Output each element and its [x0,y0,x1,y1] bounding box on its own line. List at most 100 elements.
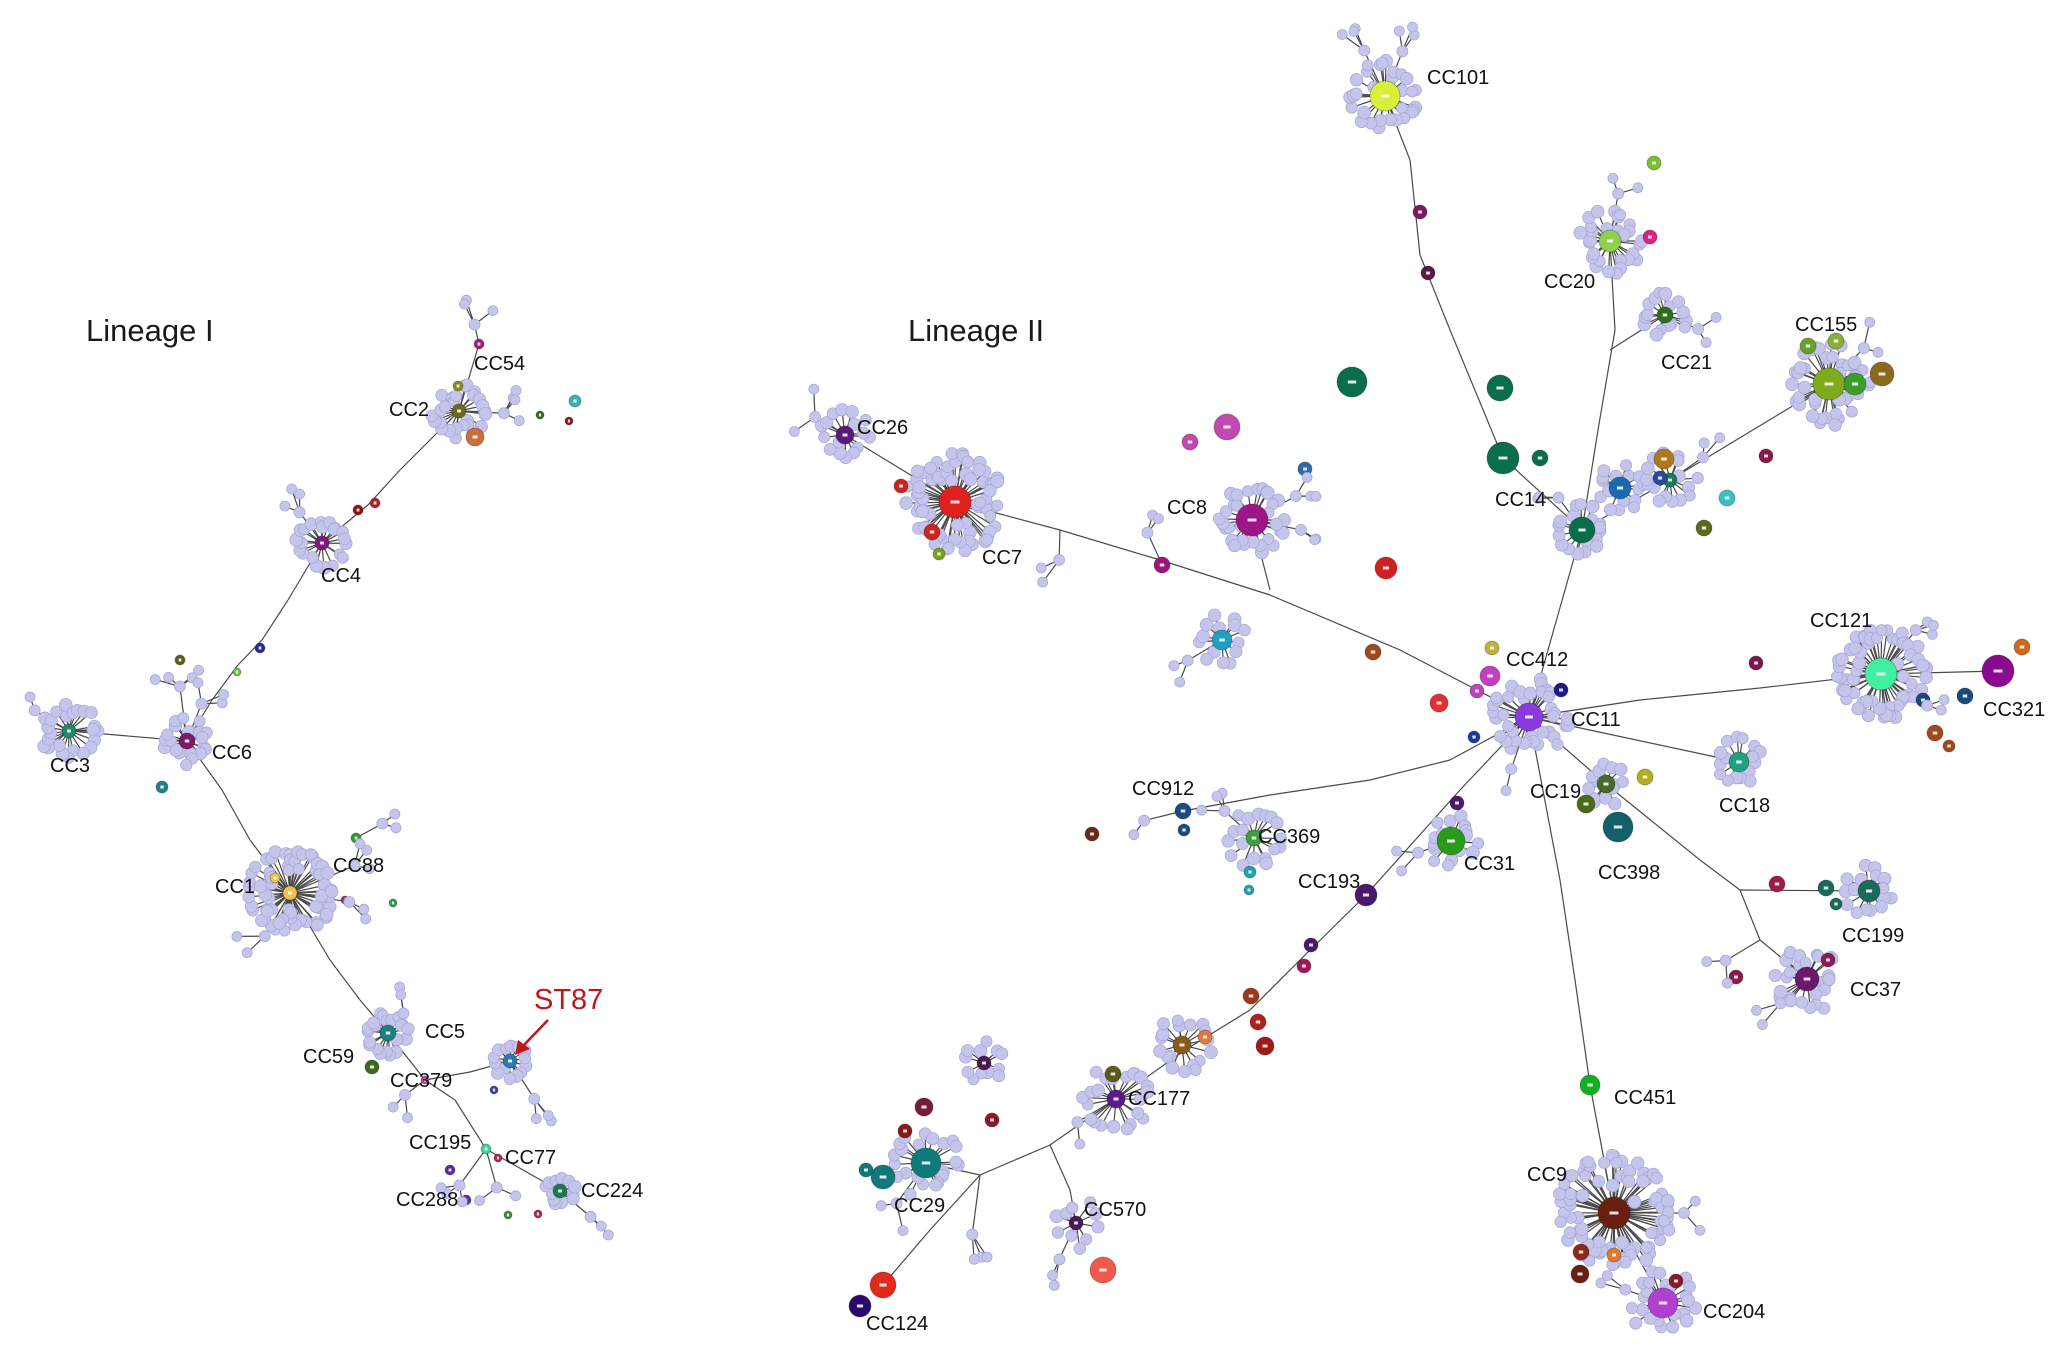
st-node [180,758,193,772]
st-node [1619,1283,1632,1296]
st-node [1091,1220,1105,1234]
st-node [241,947,253,959]
backbone-edge [1597,329,1616,431]
backbone-edge [1669,383,1830,481]
st-node [1598,791,1612,805]
st-node [1896,669,1910,683]
st-node [1216,656,1230,670]
st-node [1224,849,1238,862]
st-node [924,461,938,475]
st-node [294,488,306,500]
st-node [1838,683,1852,698]
cc-label-cc121: CC121 [1810,610,1872,632]
st-node [435,388,449,402]
node-glyph [1851,382,1859,386]
st-node [899,496,913,510]
st-node [478,407,493,421]
st-node [1666,1320,1680,1334]
st-node [468,318,481,331]
node-glyph [1993,669,2003,673]
st-node [1399,71,1414,86]
node-glyph [496,1156,500,1160]
st-node [85,706,98,719]
node-glyph [1382,566,1390,570]
st-node [292,863,305,876]
cc-label-cc11: CC11 [1571,709,1621,731]
st-node [1605,1178,1620,1193]
node-glyph [567,419,571,423]
st-node [1074,1138,1086,1150]
st-node [293,506,306,519]
st-node [972,462,986,477]
st-node [1579,1170,1592,1183]
node-glyph [1616,486,1624,490]
node-glyph [160,785,164,789]
cc-label-cc20: CC20 [1544,271,1595,293]
node-glyph [1661,457,1667,461]
st-node [338,532,351,546]
st-node [1587,247,1601,261]
node-glyph [1642,775,1648,779]
node-glyph [1578,528,1586,532]
node-glyph [1074,1221,1078,1225]
backbone-edge [1739,889,1761,941]
st-node [363,1035,377,1049]
node-glyph [1447,839,1455,843]
st-node [1196,804,1208,816]
st-node [1643,1312,1657,1325]
st-node [1713,745,1728,760]
cc-label-cc31: CC31 [1464,853,1515,875]
st-node [1199,618,1214,632]
backbone-edge [424,1079,456,1101]
st-node [1649,327,1664,342]
st-node [788,426,800,437]
st-node [1357,105,1372,120]
st-node [1157,1017,1170,1031]
st-node [1607,172,1619,184]
st-node [912,480,927,494]
st-node [1502,720,1515,733]
node-glyph [1701,526,1707,530]
backbone-edge [261,599,289,641]
cc-label-cc1: CC1 [215,876,255,898]
node-glyph [1658,1301,1668,1305]
st-node [595,1220,607,1232]
node-glyph [391,901,395,905]
st-node [1396,865,1407,877]
st-node [1679,1313,1694,1328]
node-glyph [508,1059,512,1063]
node-glyph [929,530,935,534]
st-node [1153,1044,1167,1058]
st-node [490,1181,503,1194]
cc-label-cc195: CC195 [409,1132,471,1154]
cc-label-cc3: CC3 [50,755,90,777]
st-node [487,305,499,317]
node-glyph [937,552,941,556]
cc-label-cc204: CC204 [1703,1301,1765,1323]
st-node [1658,1214,1671,1227]
st-node [1751,1004,1762,1016]
backbone-edge [929,1174,981,1231]
st-node [945,474,959,488]
backbone-edge [1609,314,1666,351]
st-node [1140,1085,1155,1099]
node-glyph [842,433,848,437]
edges-layer [29,26,1999,1328]
st-node [1165,1061,1180,1075]
st-node [1497,708,1510,721]
st-node [1592,1235,1606,1249]
st-node [1065,1229,1078,1242]
node-glyph [1426,271,1430,275]
st-node [911,464,925,478]
backbone-edge [1639,687,1761,701]
st-node [1220,505,1233,518]
st-node [1736,732,1749,745]
nodes-layer [24,21,2031,1334]
st-node [1259,856,1273,871]
st-node [163,672,175,683]
node-glyph [899,484,903,488]
st-node [1586,499,1600,514]
st-node [1797,380,1812,395]
st-node [1589,539,1604,553]
